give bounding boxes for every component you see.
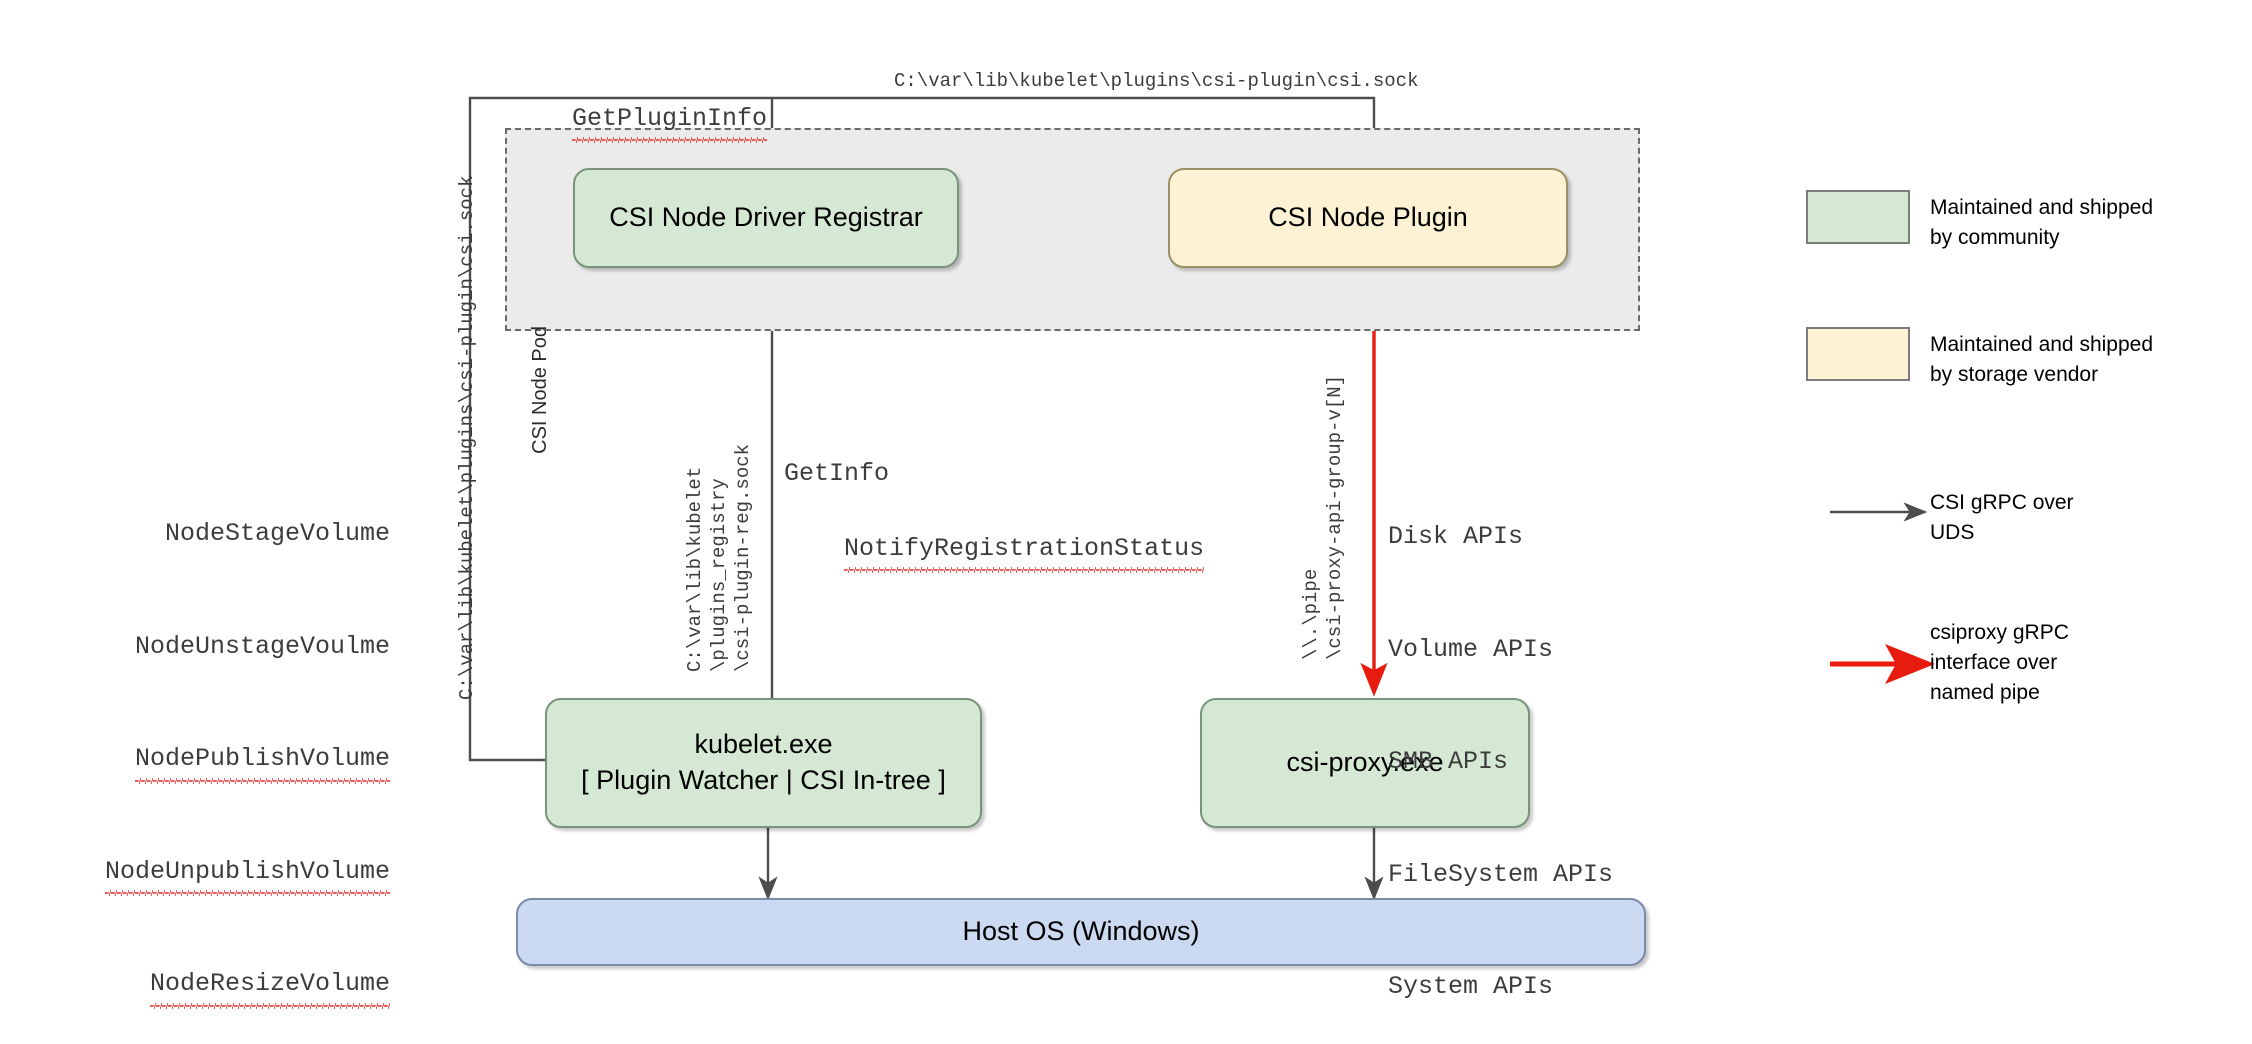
node-rpc-item: NodeResizeVolume	[60, 965, 391, 1008]
annotation-notify-wrap: NotifyRegistrationStatus	[784, 492, 1205, 605]
node-rpc-list: NodeStageVolume NodeUnstageVoulme NodePu…	[60, 440, 391, 1044]
node-rpc-item: NodeStageVolume	[164, 519, 390, 548]
api-list-item: Disk APIs	[1388, 522, 1524, 551]
annotation-pipe-line2: \csi-proxy-api-group-v[N]	[1324, 374, 1346, 660]
legend-label-csi-grpc: CSI gRPC over UDS	[1930, 491, 2074, 544]
node-csi-proxy-exe-label: csi-proxy.exe	[1286, 747, 1444, 778]
annotation-registry-path-line3: \csi-plugin-reg.sock	[732, 443, 754, 672]
node-csi-proxy-exe[interactable]: csi-proxy.exe	[1200, 698, 1530, 828]
annotation-getplugininfo: GetPluginInfo	[572, 100, 768, 143]
annotation-registry-path-line1: C:\var\lib\kubelet	[684, 466, 706, 672]
node-host-os[interactable]: Host OS (Windows)	[516, 898, 1646, 966]
api-list: Disk APIs Volume APIs SMB APIs FileSyste…	[1388, 443, 1613, 1044]
api-list-item: Volume APIs	[1388, 634, 1554, 664]
csi-node-pod-label: CSI Node Pod	[529, 326, 551, 454]
node-rpc-item: NodePublishVolume	[60, 740, 391, 783]
node-kubelet-exe[interactable]: kubelet.exe [ Plugin Watcher | CSI In-tr…	[545, 698, 982, 828]
node-csi-node-driver-registrar[interactable]: CSI Node Driver Registrar	[573, 168, 959, 268]
node-rpc-item: NodeUnstageVoulme	[134, 631, 390, 661]
legend-swatch-community	[1806, 190, 1910, 244]
annotation-csi-sock-left: C:\var\lib\kubelet\plugins\csi-plugin\cs…	[456, 175, 478, 701]
node-csi-node-plugin[interactable]: CSI Node Plugin	[1168, 168, 1568, 268]
annotation-getinfo: GetInfo	[784, 459, 890, 488]
node-rpc-item: NodeUnpublishVolume	[60, 853, 391, 896]
node-kubelet-exe-label-line2: [ Plugin Watcher | CSI In-tree ]	[581, 765, 946, 795]
api-list-item: FileSystem APIs	[1388, 859, 1614, 889]
api-list-item: System APIs	[1388, 972, 1554, 1001]
annotation-pipe-line1: \\.\pipe	[1300, 568, 1322, 660]
legend-swatch-vendor	[1806, 327, 1910, 381]
node-csi-node-driver-registrar-label: CSI Node Driver Registrar	[609, 202, 923, 233]
legend-label-community: Maintained and shipped by community	[1930, 196, 2154, 249]
annotation-notify-registration-status: NotifyRegistrationStatus	[844, 530, 1205, 573]
annotation-getplugininfo-wrap: GetPluginInfo	[512, 62, 768, 175]
legend-label-vendor: Maintained and shipped by storage vendor	[1930, 333, 2154, 386]
api-list-item: SMB APIs	[1388, 747, 1509, 776]
legend-label-csiproxy-grpc: csiproxy gRPC interface over named pipe	[1930, 621, 2069, 704]
annotation-registry-path-line2: \plugins_registry	[708, 478, 730, 672]
node-csi-node-plugin-label: CSI Node Plugin	[1268, 202, 1468, 233]
node-host-os-label: Host OS (Windows)	[962, 916, 1200, 947]
node-kubelet-exe-label-line1: kubelet.exe	[694, 729, 833, 760]
annotation-csi-sock-top: C:\var\lib\kubelet\plugins\csi-plugin\cs…	[894, 70, 1419, 92]
